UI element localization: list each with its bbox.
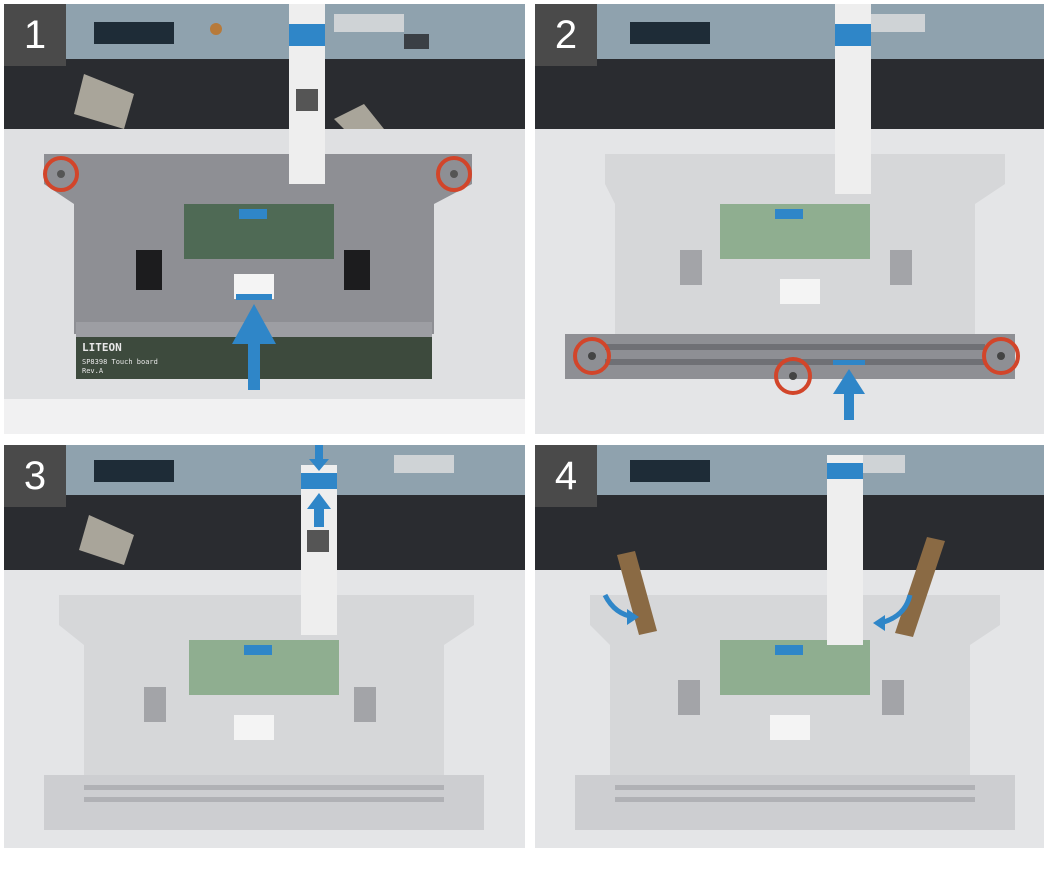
- step-4-illustration: [535, 445, 1044, 848]
- step-3-badge: 3: [4, 445, 66, 507]
- step-2-badge: 2: [535, 4, 597, 66]
- step-1-illustration: LITEON SP8398 Touch board Rev.A: [4, 4, 525, 434]
- step-3-panel: 3: [4, 445, 525, 848]
- board-brand-label: LITEON: [82, 341, 122, 354]
- step-2-illustration: [535, 4, 1044, 434]
- step-2-panel: 2: [535, 4, 1044, 434]
- board-label-line2: Rev.A: [82, 367, 104, 375]
- step-1-badge: 1: [4, 4, 66, 66]
- step-1-panel: 1 LITEON SP8398 Touch board Rev.A: [4, 4, 525, 434]
- board-label-line1: SP8398 Touch board: [82, 358, 158, 366]
- step-4-panel: 4: [535, 445, 1044, 848]
- step-4-badge: 4: [535, 445, 597, 507]
- step-3-illustration: [4, 445, 525, 848]
